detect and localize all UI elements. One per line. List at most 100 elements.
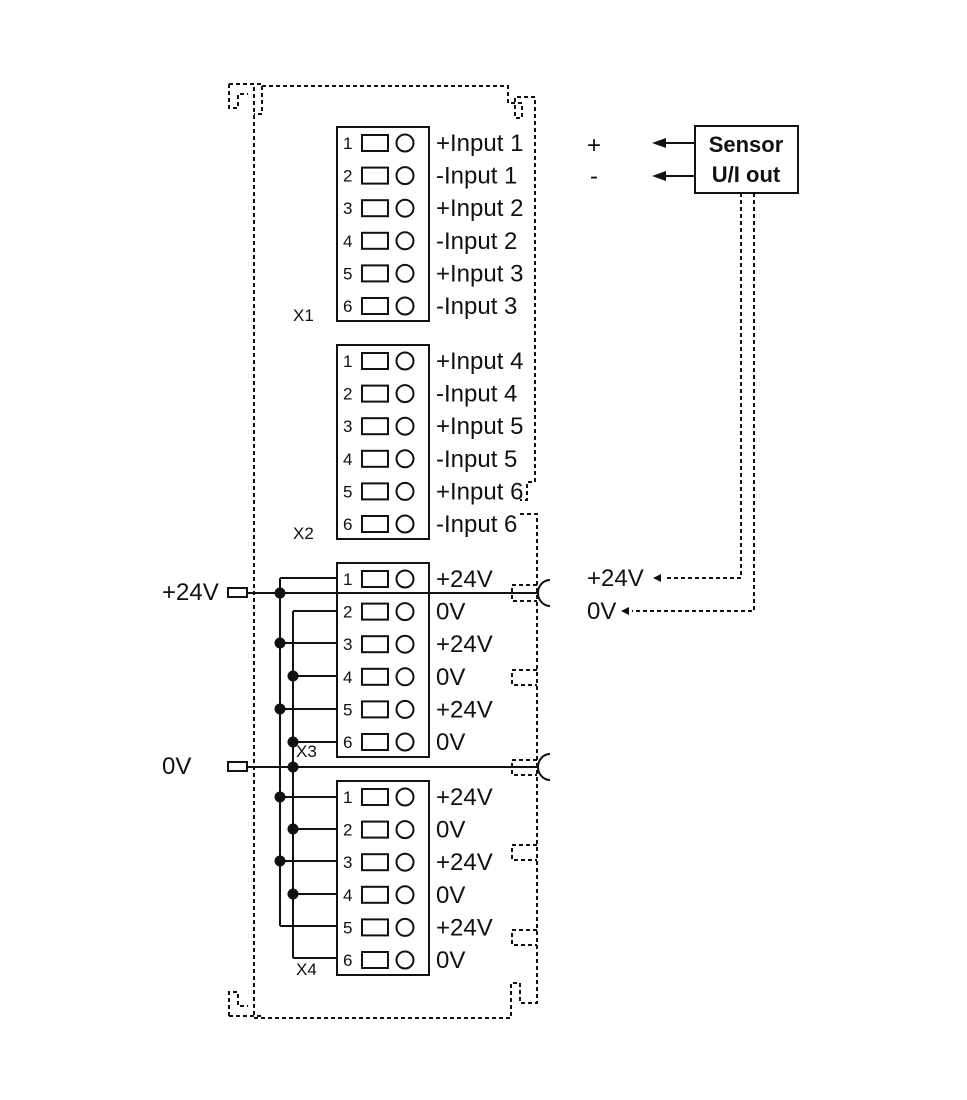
wire-entry-icon (395, 198, 415, 218)
sensor-supply-zero-label: 0V (587, 598, 616, 625)
pin-number: 6 (343, 297, 352, 316)
pin-signal-label: 0V (436, 947, 465, 974)
screw-clamp-icon (361, 788, 389, 806)
plus-24v-input-terminal (227, 587, 248, 598)
pin-signal-label: +24V (436, 914, 493, 941)
screw-clamp-icon (361, 199, 389, 218)
terminal-block-frame (336, 126, 430, 322)
connector-label: X4 (296, 960, 317, 979)
wire-entry-icon (395, 514, 415, 534)
sensor-output-type: U/I out (712, 162, 781, 187)
screw-clamp-icon (361, 700, 389, 719)
pin-signal-label: +Input 5 (436, 413, 523, 440)
wire-entry-icon (395, 787, 415, 807)
screw-clamp-icon (361, 602, 389, 621)
screw-clamp-icon (361, 667, 389, 686)
pin-number: 2 (343, 821, 352, 840)
wire-entry-icon (395, 917, 415, 937)
pin-signal-label: +24V (436, 849, 493, 876)
wire-entry-icon (395, 885, 415, 905)
screw-clamp-icon (361, 951, 389, 969)
terminal-pin-row: 3+Input 2 (343, 195, 523, 222)
junction-dot (287, 888, 299, 900)
terminal-block-x1: 1+Input 12-Input 13+Input 24-Input 25+In… (293, 126, 523, 325)
arrow-left-icon (652, 171, 666, 181)
pin-number: 1 (343, 788, 352, 807)
sensor-device: Sensor U/I out + - +24V 0V (587, 125, 799, 625)
screw-clamp-icon (361, 570, 389, 588)
wire-entry-icon (395, 732, 415, 752)
screw-clamp-icon (361, 853, 389, 872)
zero-volt-input-terminal (227, 761, 248, 772)
wire-entry-icon (395, 569, 415, 589)
terminal-pin-row: 4-Input 2 (343, 228, 517, 255)
terminal-block-frame (336, 780, 430, 976)
pin-signal-label: -Input 6 (436, 511, 517, 538)
terminal-pin-row: 6 -Input 6 (343, 511, 517, 538)
pin-number: 1 (343, 352, 352, 371)
terminal-block-frame (336, 562, 430, 758)
screw-clamp-icon (361, 885, 389, 904)
sensor-box (694, 125, 799, 194)
pin-signal-label: +24V (436, 696, 493, 723)
terminal-pin-row: 1+Input 1 (343, 130, 523, 157)
arrow-left-icon (653, 574, 661, 582)
pin-signal-label: +24V (436, 631, 493, 658)
connector-label: X3 (296, 742, 317, 761)
junction-dot (274, 637, 286, 649)
terminal-pin-row: 6 -Input 3 (343, 293, 517, 320)
sensor-title: Sensor (709, 132, 784, 157)
terminal-pin-row: 1+24V (343, 566, 493, 593)
screw-clamp-icon (361, 297, 389, 315)
wire-entry-icon (395, 699, 415, 719)
terminal-pin-row: 5+Input 6 (343, 478, 523, 505)
terminal-pins: 1+Input 12-Input 13+Input 24-Input 25+In… (343, 130, 523, 320)
pin-number: 3 (343, 199, 352, 218)
screw-clamp-icon (361, 449, 389, 468)
wire-entry-icon (395, 667, 415, 687)
terminal-pin-row: 5 +24V (343, 914, 493, 941)
arrow-left-icon (652, 138, 666, 148)
junction-dot (287, 761, 299, 773)
terminal-pin-row: 3 +24V (343, 849, 493, 876)
pin-number: 1 (343, 134, 352, 153)
screw-clamp-icon (361, 264, 389, 283)
pin-number: 3 (343, 853, 352, 872)
bus-contact-arc (537, 579, 551, 607)
terminal-pin-row: 2-Input 4 (343, 381, 517, 408)
wire-entry-icon (395, 634, 415, 654)
terminal-block-x2: 1+Input 42-Input 43+Input 54-Input 55+In… (293, 344, 523, 543)
connector-label: X2 (293, 524, 314, 543)
terminal-pins: 1+Input 42-Input 43+Input 54-Input 55+In… (343, 348, 523, 538)
terminal-pin-row: 2-Input 1 (343, 163, 517, 190)
wire-entry-icon (395, 296, 415, 316)
pin-signal-label: 0V (436, 817, 465, 844)
power-bus-wiring (247, 577, 551, 959)
wire-entry-icon (395, 133, 415, 153)
pin-number: 6 (343, 515, 352, 534)
pin-number: 4 (343, 886, 352, 905)
terminal-pin-row: 5+24V (343, 696, 493, 723)
pin-signal-label: 0V (436, 882, 465, 909)
wire-entry-icon (395, 263, 415, 283)
junction-dot (274, 587, 286, 599)
screw-clamp-icon (361, 820, 389, 839)
pin-signal-label: 0V (436, 729, 465, 756)
wire-entry-icon (395, 449, 415, 469)
sensor-supply-plus-label: +24V (587, 565, 644, 592)
pin-signal-label: 0V (436, 664, 465, 691)
wire-entry-icon (395, 231, 415, 251)
terminal-pin-row: 1+24V (343, 784, 493, 811)
pin-number: 5 (343, 918, 352, 937)
pin-number: 5 (343, 482, 352, 501)
screw-clamp-icon (361, 384, 389, 403)
screw-clamp-icon (361, 134, 389, 152)
module-housing-outline (228, 83, 538, 1019)
pin-number: 5 (343, 264, 352, 283)
pin-signal-label: -Input 3 (436, 293, 517, 320)
pin-number: 1 (343, 570, 352, 589)
